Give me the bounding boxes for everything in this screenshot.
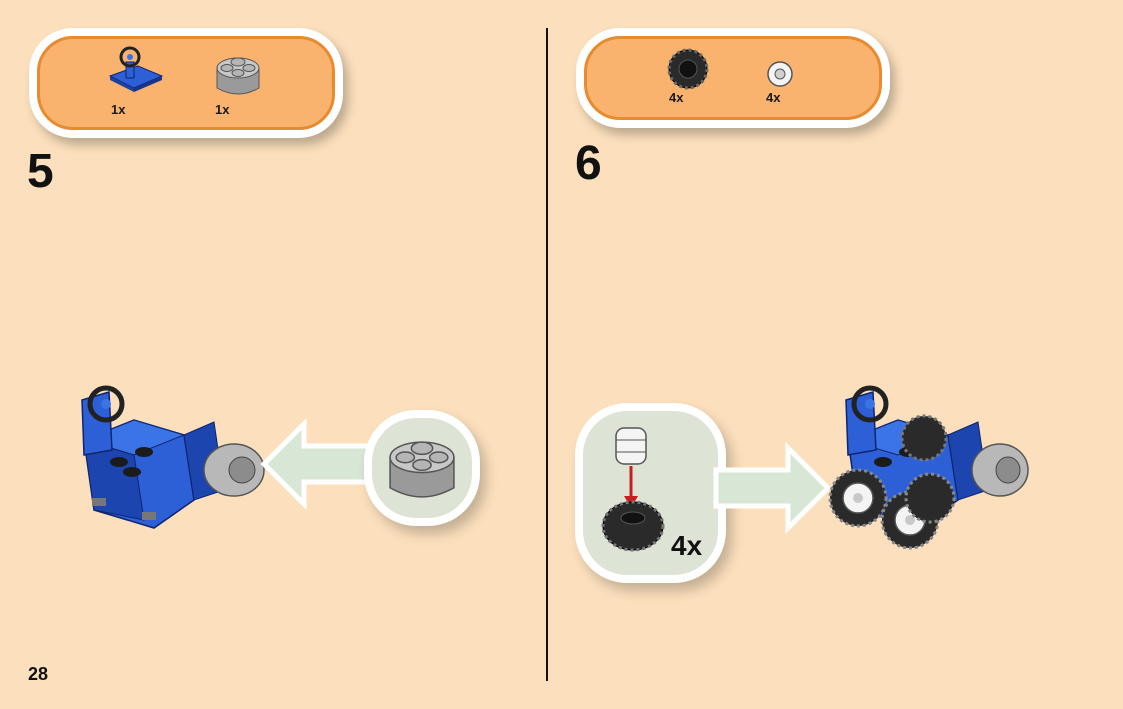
callout-qty: 4x bbox=[671, 530, 702, 562]
parts-list-step-5 bbox=[37, 36, 335, 130]
part-qty: 4x bbox=[669, 90, 683, 105]
part-qty: 1x bbox=[215, 102, 229, 117]
parts-list-step-6 bbox=[584, 36, 882, 120]
part-qty: 1x bbox=[111, 102, 125, 117]
step-number: 5 bbox=[27, 148, 54, 196]
step-5-assembly-model bbox=[74, 380, 266, 530]
white-wheel-rim-icon bbox=[766, 60, 794, 88]
page-divider bbox=[546, 28, 548, 681]
black-tire-icon bbox=[667, 48, 709, 90]
step-6-assembly-model bbox=[828, 380, 1032, 550]
left-arrow bbox=[264, 424, 384, 504]
right-arrow bbox=[716, 448, 828, 528]
step-number: 6 bbox=[575, 140, 602, 188]
blue-steering-wheel-plate-icon bbox=[108, 46, 164, 94]
part-qty: 4x bbox=[766, 90, 780, 105]
gray-round-brick-icon bbox=[213, 50, 263, 100]
gray-round-brick-icon bbox=[384, 430, 460, 506]
page-number: 28 bbox=[28, 664, 48, 685]
wheel-into-tire-icon bbox=[600, 424, 666, 554]
